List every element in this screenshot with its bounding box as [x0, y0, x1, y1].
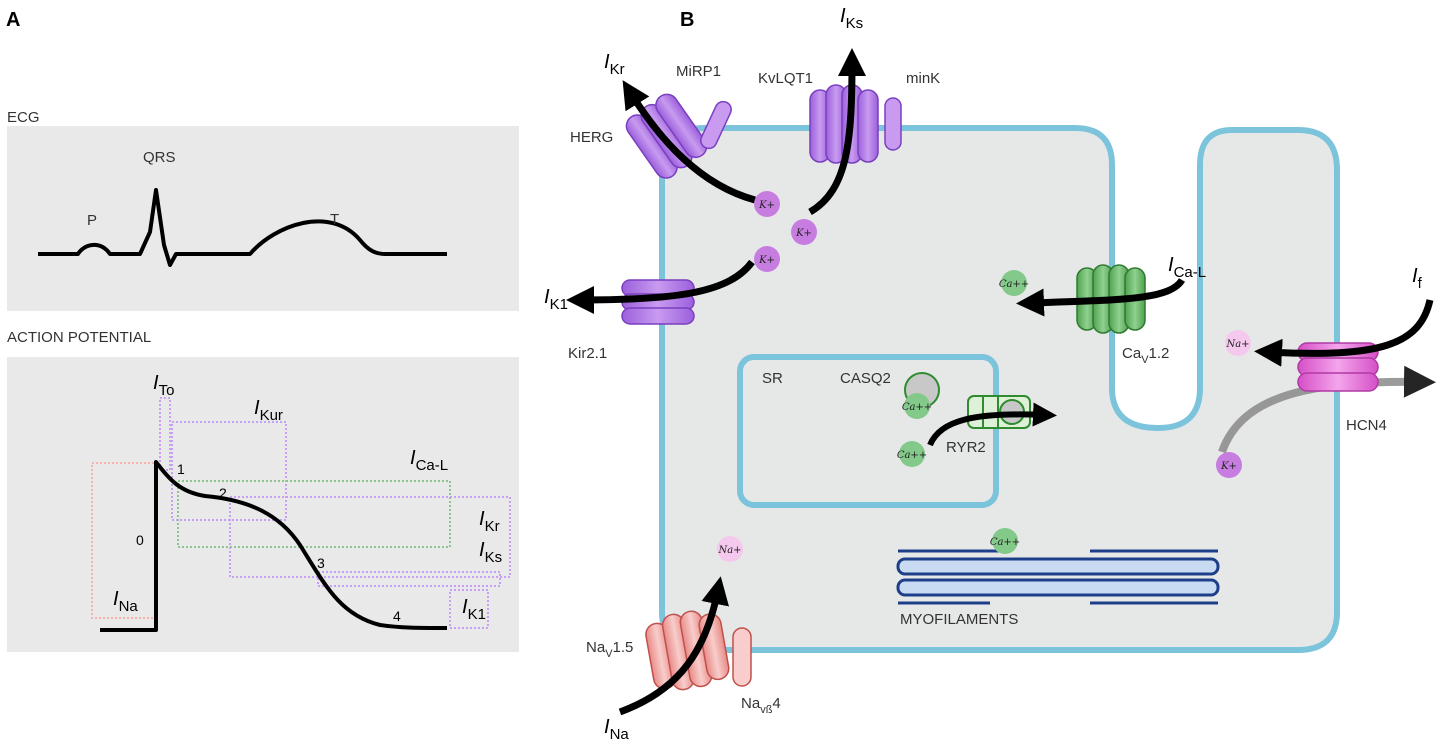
ikr-span-box: [229, 496, 511, 578]
mink-label: minK: [906, 70, 940, 87]
ecg-trace: [38, 188, 447, 267]
myofilaments: [896, 549, 1220, 605]
mink-subunit: [884, 97, 902, 151]
svg-text:K+: K+: [758, 255, 775, 266]
svg-text:Na+: Na+: [1225, 339, 1249, 350]
ca-ion-3: Ca++: [897, 441, 927, 467]
svg-text:K+: K+: [1220, 461, 1237, 472]
ikr-label: IKr: [604, 51, 625, 78]
ap-title: ACTION POTENTIAL: [7, 329, 151, 346]
ap-ito-label: ITo: [153, 372, 174, 399]
cav12-label: CaV1.2: [1122, 345, 1169, 366]
ap-panel: [7, 357, 519, 652]
svg-text:Ca++: Ca++: [999, 279, 1029, 290]
ap-ical-label: ICa-L: [410, 447, 448, 474]
mirp1-label: MiRP1: [676, 63, 721, 80]
ecg-panel: [7, 126, 519, 311]
k-ion-1: K+: [754, 191, 780, 217]
ikr-efflux-arrow: [622, 80, 756, 204]
ap-ina-label: INa: [113, 588, 138, 615]
ap-ikr-label: IKr: [479, 508, 500, 535]
ca-ion-1: Ca++: [999, 270, 1029, 296]
ik1-span-box: [449, 589, 489, 629]
iks-efflux-arrow: [808, 48, 866, 216]
iks-label: IKs: [840, 5, 863, 32]
if-na-influx-arrow: [1254, 299, 1434, 367]
ical-influx-arrow: [1016, 277, 1185, 317]
svg-text:K+: K+: [758, 200, 775, 211]
phase-2-label: 2: [219, 485, 227, 501]
hcn4-label: HCN4: [1346, 417, 1387, 434]
svg-text:Na+: Na+: [717, 545, 741, 556]
svg-text:K+: K+: [795, 228, 812, 239]
na-ion-2: Na+: [717, 536, 743, 562]
ito-span-box: [159, 397, 171, 471]
phase-3-label: 3: [317, 555, 325, 571]
navb4-label: Navß4: [741, 695, 781, 716]
panel-a-letter: A: [6, 9, 20, 31]
ap-iks-label: IKs: [479, 539, 502, 566]
panel-a: A ECG P QRS T ACTION POTENTIAL 0 1 2 3 4…: [6, 9, 519, 652]
panel-b-letter: B: [680, 9, 694, 31]
k-ion-3: K+: [754, 246, 780, 272]
k-ion-4: K+: [1216, 452, 1242, 478]
phase-0-label: 0: [136, 532, 144, 548]
svg-text:Ca++: Ca++: [902, 402, 932, 413]
action-potential-trace: [100, 460, 448, 632]
kvlqt1-channel: [809, 84, 879, 164]
mirp1-subunit: [700, 100, 732, 150]
ik1-label: IK1: [544, 286, 568, 313]
nav15-label: NaV1.5: [586, 639, 633, 660]
ca-ion-4: Ca++: [990, 528, 1020, 554]
iks-span-box: [317, 571, 501, 587]
panel-b: B SR CASQ2 RYR2 MYOFILAMENTS: [544, 5, 1436, 743]
myofilaments-label: MYOFILAMENTS: [900, 611, 1018, 628]
casq2-label: CASQ2: [840, 370, 891, 387]
ical-label: ICa-L: [1168, 254, 1206, 281]
ap-ik1-label: IK1: [462, 596, 486, 623]
ina-influx-arrow: [618, 576, 729, 716]
kir21-label: Kir2.1: [568, 345, 607, 362]
ecg-title: ECG: [7, 109, 40, 126]
na-ion-1: Na+: [1225, 330, 1251, 356]
svg-text:Ca++: Ca++: [990, 537, 1020, 548]
kir21-channel: [621, 279, 695, 325]
phase-4-label: 4: [393, 608, 401, 624]
ecg-t-label: T: [330, 211, 339, 228]
ina-label: INa: [604, 716, 629, 743]
ecg-qrs-label: QRS: [143, 149, 176, 166]
svg-text:Ca++: Ca++: [897, 450, 927, 461]
ical-span-box: [177, 480, 451, 548]
ina-span-box: [91, 462, 158, 619]
k-ion-2: K+: [791, 219, 817, 245]
ryr2-release-arrow: [927, 402, 1057, 447]
phase-1-label: 1: [177, 461, 185, 477]
if-label: If: [1412, 265, 1423, 292]
herg-label: HERG: [570, 129, 613, 146]
navb4-subunit: [732, 627, 752, 687]
ik1-efflux-arrow: [566, 259, 755, 314]
kvlqt1-label: KvLQT1: [758, 70, 813, 87]
ryr2-label: RYR2: [946, 439, 986, 456]
ecg-p-label: P: [87, 212, 97, 229]
nav15-channel: [645, 610, 730, 691]
ap-ikur-label: IKur: [254, 397, 283, 424]
sr-label: SR: [762, 370, 783, 387]
ca-ion-2: Ca++: [902, 393, 932, 419]
